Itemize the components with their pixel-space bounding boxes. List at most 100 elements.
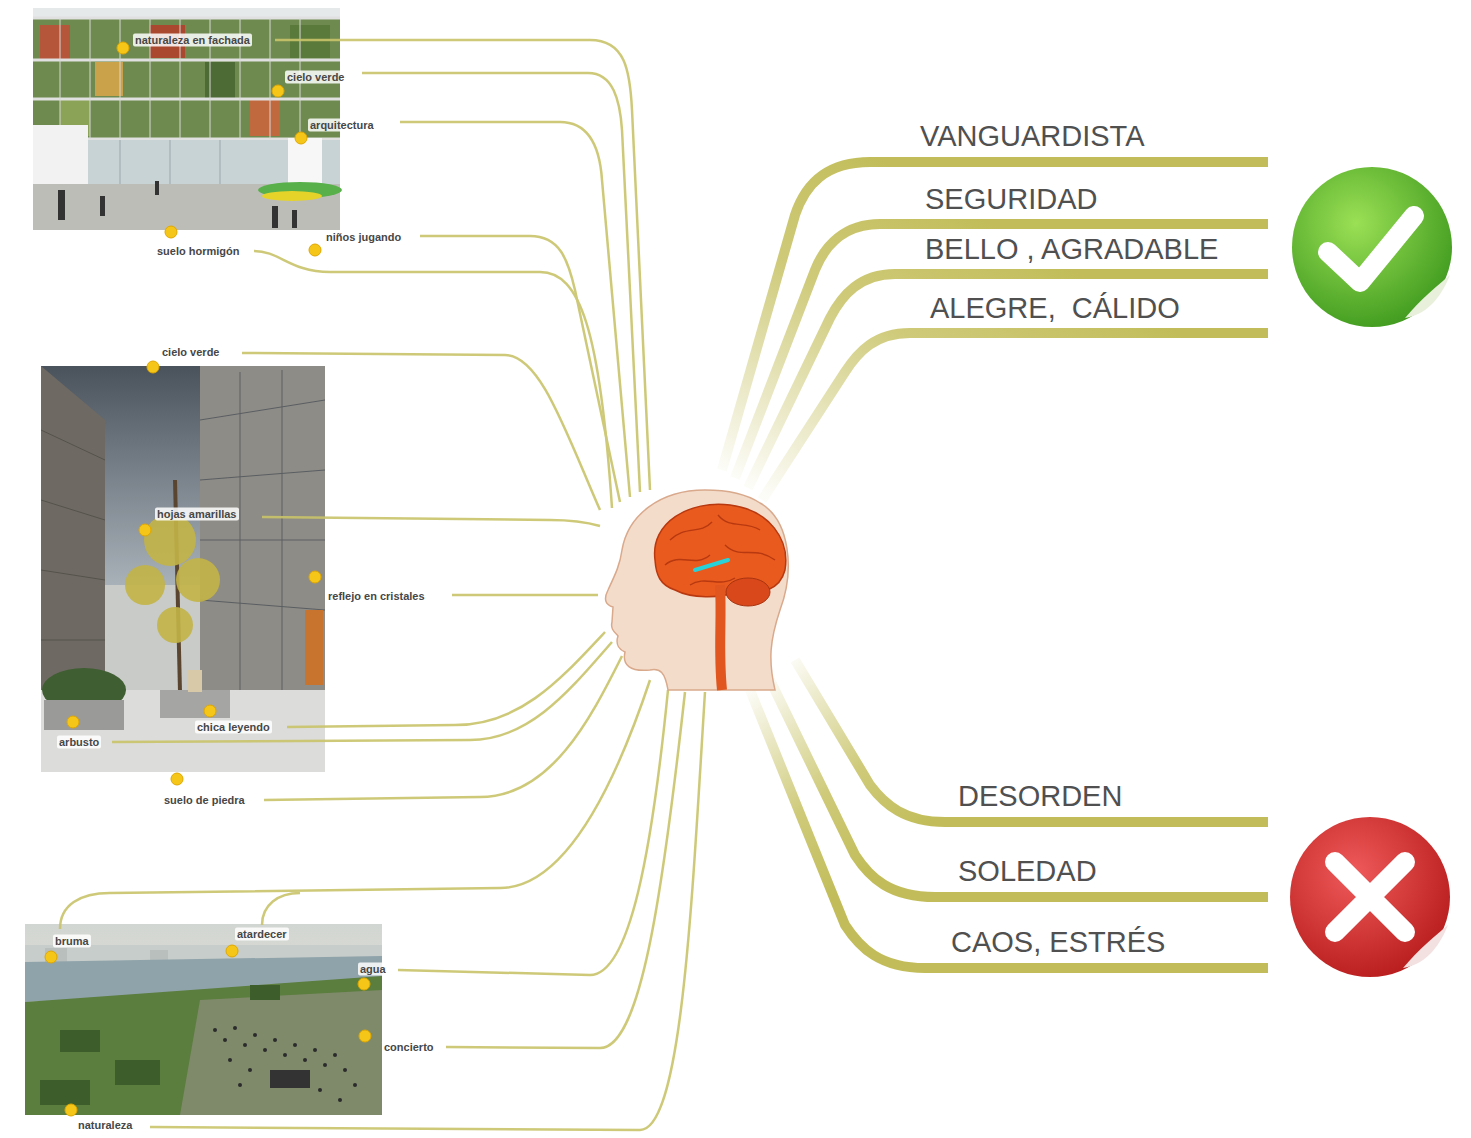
- brain-head-part: [606, 490, 789, 690]
- negative-bands: [750, 660, 1268, 968]
- positive-bands: [722, 162, 1268, 500]
- facade-render-part: [288, 138, 322, 184]
- park-render-part: [293, 1043, 297, 1047]
- facade-render-part: [290, 25, 330, 58]
- callout-label: suelo de piedra: [162, 794, 247, 807]
- leader-lines-part: [150, 692, 705, 1130]
- facade-render-part: [262, 191, 322, 201]
- emotion-label: BELLO , AGRADABLE: [925, 233, 1218, 266]
- negative-bands-part: [795, 660, 1268, 822]
- leader-lines-part: [362, 73, 640, 492]
- brain-head-part: [665, 515, 775, 585]
- leader-lines: [60, 40, 705, 1130]
- facade-render-part: [220, 140, 221, 184]
- park-render-part: [318, 1088, 322, 1092]
- check-icon-part: [1292, 167, 1452, 327]
- callout-label: concierto: [382, 1041, 436, 1054]
- courtyard-render-part: [188, 670, 202, 692]
- facade-render-part: [170, 140, 171, 184]
- park-render-part: [313, 1048, 317, 1052]
- cross-icon: [1290, 817, 1450, 977]
- callout-dots-part: [309, 244, 321, 256]
- leader-lines-part: [420, 236, 620, 502]
- park-render-part: [263, 1048, 267, 1052]
- brain-head: [606, 490, 789, 690]
- courtyard-render: [41, 366, 325, 772]
- park-render-part: [233, 1026, 237, 1030]
- callout-label: atardecer: [235, 928, 289, 941]
- callout-dots: [45, 42, 371, 1116]
- positive-bands-part: [762, 333, 1268, 500]
- callout-label: bruma: [53, 935, 91, 948]
- park-render-part: [223, 1038, 227, 1042]
- facade-render-part: [58, 190, 65, 220]
- park-render-part: [338, 1098, 342, 1102]
- leader-lines-part: [275, 40, 650, 490]
- courtyard-render-part: [157, 607, 193, 643]
- leader-lines-part: [446, 692, 685, 1048]
- courtyard-render-part: [144, 514, 196, 566]
- facade-render-part: [250, 100, 280, 136]
- park-render-part: [213, 1028, 217, 1032]
- facade-render-part: [58, 181, 297, 228]
- callout-label: reflejo en cristales: [326, 590, 427, 603]
- courtyard-render-part: [41, 430, 105, 460]
- courtyard-render-part: [305, 610, 323, 685]
- courtyard-render-part: [200, 400, 325, 420]
- facade-render-part: [95, 62, 123, 96]
- park-render-part: [250, 985, 280, 1000]
- callout-label: niños jugando: [324, 231, 403, 244]
- courtyard-render-part: [200, 470, 325, 480]
- courtyard-render-part: [282, 370, 283, 745]
- facade-render-part: [292, 210, 297, 228]
- callout-dots-part: [67, 716, 79, 728]
- brain-head-part: [670, 522, 712, 540]
- courtyard-render-part: [41, 430, 105, 640]
- facade-render-part: [90, 18, 91, 139]
- park-render-part: [115, 1060, 160, 1085]
- callout-label: naturaleza en fachada: [133, 34, 252, 47]
- park-render-part: [243, 1043, 247, 1047]
- park-render-part: [228, 1058, 232, 1062]
- park-render-part: [353, 1083, 357, 1087]
- brain-head-part: [725, 545, 775, 560]
- positive-bands-part: [748, 274, 1268, 488]
- negative-bands-part: [770, 680, 1268, 897]
- park-render-part: [180, 990, 382, 1115]
- park-render-part: [25, 976, 382, 1115]
- brain-head-part: [726, 578, 770, 606]
- courtyard-render-part: [125, 565, 165, 605]
- emotion-label: DESORDEN: [958, 780, 1122, 813]
- facade-render-part: [120, 18, 121, 139]
- leader-lines-part: [242, 353, 600, 510]
- callout-label: naturaleza: [76, 1119, 134, 1132]
- emotion-label: VANGUARDISTA: [920, 120, 1145, 153]
- leader-lines-part: [264, 656, 622, 800]
- facade-render-part: [120, 140, 121, 184]
- facade-render: [33, 8, 342, 230]
- callout-label: cielo verde: [160, 346, 221, 359]
- courtyard-render-part: [41, 570, 105, 580]
- courtyard-render-part: [176, 558, 220, 602]
- brain-head-part: [720, 585, 722, 690]
- callout-label: arbusto: [57, 736, 101, 749]
- park-render-part: [273, 1038, 277, 1042]
- callout-dots-part: [165, 226, 177, 238]
- leader-lines-part: [287, 632, 605, 727]
- facade-render-part: [270, 18, 271, 139]
- callout-label: suelo hormigón: [155, 245, 242, 258]
- facade-render-part: [33, 98, 340, 101]
- callout-dots-part: [147, 361, 159, 373]
- positive-bands-part: [722, 162, 1268, 470]
- courtyard-render-part: [41, 366, 325, 772]
- courtyard-render-part: [160, 690, 230, 718]
- park-render-part: [323, 1063, 327, 1067]
- check-icon-part: [1328, 216, 1414, 282]
- leader-lines-part: [452, 594, 598, 597]
- emotion-label: SOLEDAD: [958, 855, 1097, 888]
- leader-lines-part: [60, 680, 650, 929]
- callout-dots-part: [171, 773, 183, 785]
- courtyard-render-part: [125, 514, 220, 643]
